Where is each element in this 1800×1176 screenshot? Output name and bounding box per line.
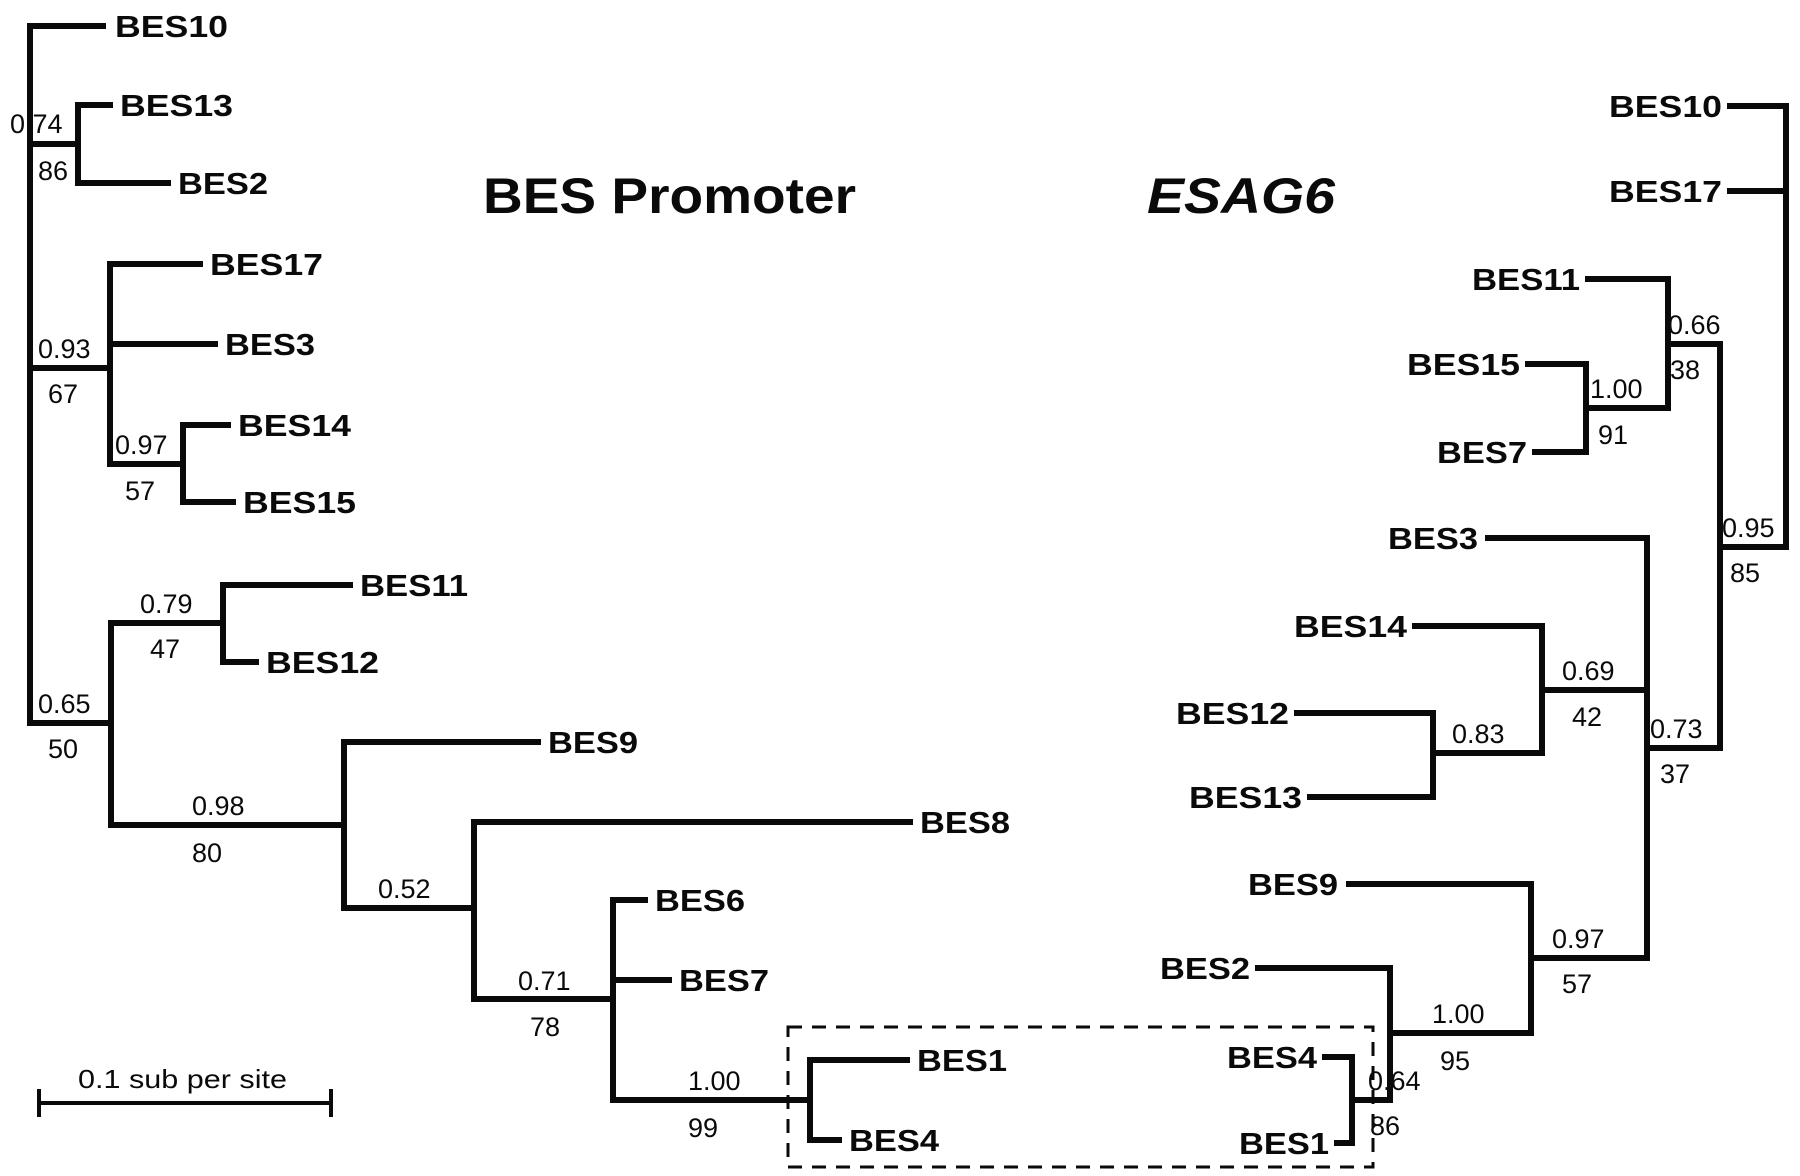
bootstrap-support-label: 91 — [1598, 420, 1628, 450]
left-leaf-bes11: BES11 — [360, 568, 468, 603]
highlight-box-dashed — [786, 1025, 1375, 1169]
posterior-probability-label: 0.64 — [1368, 1066, 1421, 1096]
bootstrap-support-label: 67 — [48, 379, 78, 409]
right-leaf-bes1: BES1 — [1239, 1126, 1329, 1161]
bootstrap-support-label: 57 — [125, 476, 155, 506]
posterior-probability-label: 0.98 — [192, 791, 245, 821]
bootstrap-support-label: 85 — [1730, 558, 1760, 588]
posterior-probability-label: 0.79 — [140, 589, 193, 619]
bootstrap-support-label: 99 — [688, 1113, 718, 1143]
posterior-probability-label: 0.65 — [38, 689, 91, 719]
bootstrap-support-label: 37 — [1660, 759, 1690, 789]
scale-bar-label: 0.1 sub per site — [78, 1064, 287, 1094]
left-leaf-bes13: BES13 — [120, 88, 233, 123]
left-leaf-bes17: BES17 — [210, 247, 323, 282]
bootstrap-support-label: 80 — [192, 838, 222, 868]
right-leaf-bes12: BES12 — [1176, 696, 1289, 731]
posterior-probability-label: 1.00 — [688, 1066, 741, 1096]
right-leaf-bes3: BES3 — [1388, 521, 1478, 556]
right-leaf-bes14: BES14 — [1294, 609, 1408, 644]
bootstrap-support-label: 78 — [530, 1012, 560, 1042]
left-leaf-bes2: BES2 — [178, 166, 268, 201]
right-leaf-bes4: BES4 — [1227, 1040, 1318, 1075]
right-leaf-bes13: BES13 — [1189, 780, 1302, 815]
posterior-probability-label: 0.69 — [1562, 656, 1615, 686]
posterior-probability-label: 1.00 — [1432, 999, 1485, 1029]
posterior-probability-label: 0.74 — [10, 109, 63, 139]
posterior-probability-label: 0.73 — [1650, 714, 1703, 744]
left-leaf-bes4: BES4 — [849, 1123, 940, 1158]
right-leaf-bes15: BES15 — [1407, 347, 1520, 382]
bootstrap-support-label: 47 — [150, 634, 180, 664]
left-leaf-bes1: BES1 — [917, 1043, 1007, 1078]
bootstrap-support-label: 50 — [48, 734, 78, 764]
bootstrap-support-label: 38 — [1670, 355, 1700, 385]
right-leaf-bes9: BES9 — [1248, 867, 1338, 902]
left-leaf-bes14: BES14 — [238, 408, 352, 443]
left-leaf-bes9: BES9 — [548, 725, 638, 760]
right-leaf-bes7: BES7 — [1437, 435, 1527, 470]
bootstrap-support-label: 86 — [1370, 1111, 1400, 1141]
posterior-probability-label: 0.83 — [1452, 719, 1505, 749]
left-leaf-bes12: BES12 — [266, 645, 379, 680]
bootstrap-support-label: 42 — [1572, 702, 1602, 732]
bootstrap-support-label: 57 — [1562, 969, 1592, 999]
right-leaf-bes11: BES11 — [1472, 262, 1580, 297]
left-leaf-bes6: BES6 — [655, 883, 745, 918]
posterior-probability-label: 0.95 — [1722, 513, 1775, 543]
right-leaf-bes2: BES2 — [1160, 951, 1250, 986]
right-leaf-bes10: BES10 — [1609, 89, 1722, 124]
left-leaf-bes3: BES3 — [225, 327, 315, 362]
left-leaf-bes15: BES15 — [243, 485, 356, 520]
bootstrap-support-label: 95 — [1440, 1046, 1470, 1076]
posterior-probability-label: 0.97 — [115, 430, 168, 460]
left-tree-title: BES Promoter — [483, 168, 856, 224]
tree-branches — [27, 23, 1789, 1146]
right-tree-title: ESAG6 — [1147, 168, 1336, 224]
left-leaf-bes8: BES8 — [920, 805, 1010, 840]
posterior-probability-label: 0.71 — [518, 966, 571, 996]
posterior-probability-label: 0.97 — [1552, 924, 1605, 954]
scale-bar: 0.1 sub per site — [37, 1064, 333, 1117]
left-leaf-bes7: BES7 — [679, 963, 769, 998]
posterior-probability-label: 0.66 — [1668, 310, 1721, 340]
posterior-probability-label: 0.93 — [38, 334, 91, 364]
posterior-probability-label: 1.00 — [1590, 374, 1643, 404]
right-leaf-bes17: BES17 — [1609, 174, 1722, 209]
left-leaf-bes10: BES10 — [115, 9, 228, 44]
posterior-probability-label: 0.52 — [378, 874, 431, 904]
bootstrap-support-label: 86 — [38, 156, 68, 186]
tree-labels: BES10BES13BES2BES17BES3BES14BES15BES11BE… — [10, 9, 1775, 1161]
